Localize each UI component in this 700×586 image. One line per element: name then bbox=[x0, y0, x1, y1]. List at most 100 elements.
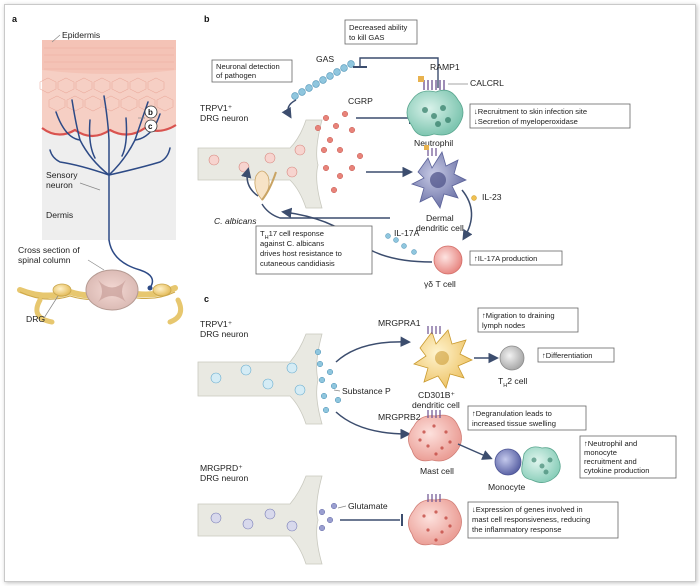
recruited-neutrophil-nucleus bbox=[531, 457, 553, 475]
glutamate-pointer bbox=[337, 505, 347, 509]
cross-section-label-2: spinal column bbox=[18, 255, 71, 265]
neuron-vesicles-mrgprd bbox=[210, 508, 298, 532]
decreased-ability-1: Decreased ability bbox=[349, 23, 407, 32]
panel-label-a: a bbox=[12, 14, 18, 24]
mast-to-monocyte-arrow bbox=[457, 443, 493, 460]
nerve-root-right bbox=[167, 297, 184, 325]
mrgprd-label-1: MRGPRD⁺ bbox=[200, 463, 243, 473]
drg-label: DRG bbox=[26, 314, 45, 324]
panel-label-b: b bbox=[204, 14, 210, 24]
mast-cell-2 bbox=[408, 498, 462, 546]
neutrophil-label: Neutrophil bbox=[414, 138, 453, 148]
c-albicans-line bbox=[261, 203, 390, 219]
expression-2: mast cell responsiveness, reducing bbox=[472, 515, 590, 524]
mast-granules bbox=[418, 424, 452, 456]
il17a-production-text: ↑IL-17A production bbox=[474, 254, 537, 263]
mast-2-receptors bbox=[427, 494, 441, 502]
dc-receptors bbox=[427, 148, 437, 156]
marker-b bbox=[144, 105, 158, 119]
epidermis-cells bbox=[39, 47, 174, 112]
panel-a: a Epidermis b bbox=[12, 14, 184, 325]
dc-nucleus bbox=[430, 172, 446, 188]
neutrophil-effect-box bbox=[469, 103, 631, 129]
c-albicans-detection-arrow bbox=[241, 167, 259, 197]
sensory-neuron-pointer bbox=[79, 182, 101, 191]
decreased-ability-2: to kill GAS bbox=[349, 33, 384, 42]
cross-section-pointer bbox=[87, 259, 105, 271]
mrgprd-label-2: DRG neuron bbox=[200, 473, 248, 483]
cd301b-nucleus bbox=[435, 351, 449, 365]
sensory-neuron-label-1: Sensory bbox=[46, 170, 78, 180]
th17-line-1: TH17 cell response bbox=[260, 229, 324, 241]
cd301b-label-2: dendritic cell bbox=[412, 400, 460, 410]
mast-cell-label: Mast cell bbox=[420, 466, 454, 476]
neuron-vesicles-c bbox=[210, 362, 306, 396]
mrgprb2-receptors bbox=[427, 410, 441, 418]
recruitment-box bbox=[579, 435, 677, 479]
stratum-corneum bbox=[42, 40, 176, 74]
trpv1-label-c-1: TRPV1⁺ bbox=[200, 319, 233, 329]
gas-chain bbox=[291, 60, 355, 100]
sensory-neuron-label-2: neuron bbox=[46, 180, 73, 190]
marker-b-label: b bbox=[148, 108, 153, 117]
expression-1: ↓Expression of genes involved in bbox=[472, 505, 583, 514]
th17-line-2: against C. albicans bbox=[260, 239, 324, 248]
neutrophil-effect-2: ↓Secretion of myeloperoxidase bbox=[474, 117, 578, 126]
cd301b-label-1: CD301B⁺ bbox=[418, 390, 455, 400]
gas-label: GAS bbox=[316, 54, 334, 64]
neuron-soma bbox=[147, 285, 153, 291]
differentiation-text: ↑Differentiation bbox=[542, 351, 593, 360]
recruitment-4: cytokine production bbox=[584, 466, 649, 475]
th17-line-4: cutaneous candidiasis bbox=[260, 259, 335, 268]
il23-dot bbox=[471, 195, 477, 201]
nerve-root-left bbox=[34, 297, 55, 325]
neuronal-detection-box bbox=[211, 59, 293, 83]
dermal-dc-label-2: dendritic cell bbox=[416, 223, 464, 233]
neutrophil-effect-1: ↓Recruitment to skin infection site bbox=[474, 107, 587, 116]
drg-left bbox=[52, 283, 72, 297]
mast-granules-2 bbox=[422, 510, 452, 542]
epidermis-pointer bbox=[51, 34, 61, 43]
expression-box bbox=[467, 501, 619, 539]
recruitment-2: monocyte bbox=[584, 448, 617, 457]
mrgprd-neuron-body bbox=[197, 475, 323, 565]
drg-pointer bbox=[43, 295, 59, 319]
neuronal-detection-2: of pathogen bbox=[216, 71, 256, 80]
ramp1-label: RAMP1 bbox=[430, 62, 460, 72]
trpv1-neuron-c-body bbox=[197, 333, 323, 425]
degranulation-box bbox=[467, 405, 587, 431]
dermal-dc-label-1: Dermal bbox=[426, 213, 454, 223]
monocyte-cell bbox=[494, 448, 522, 476]
migration-1: ↑Migration to draining bbox=[482, 311, 555, 320]
il23-arrow bbox=[461, 189, 473, 241]
th2-cell bbox=[499, 345, 525, 371]
gas-detection-arrow bbox=[281, 99, 297, 119]
panel-c: c TRPV1⁺ DRG neuron Substance P MRGPRA1 bbox=[197, 294, 677, 565]
recruitment-3: recruitment and bbox=[584, 457, 637, 466]
th17-line-3: drives host resistance to bbox=[260, 249, 342, 258]
trpv1-label-b-1: TRPV1⁺ bbox=[200, 103, 233, 113]
migration-2: lymph nodes bbox=[482, 321, 525, 330]
th2-label: TH2 cell bbox=[498, 376, 527, 389]
mrgpra1-label: MRGPRA1 bbox=[378, 318, 421, 328]
neutrophil-nucleus bbox=[422, 105, 451, 127]
c-albicans-branch bbox=[261, 171, 277, 201]
migration-box bbox=[477, 307, 579, 333]
glutamate-label: Glutamate bbox=[348, 501, 388, 511]
differentiation-box bbox=[537, 347, 615, 363]
decreased-ability-box bbox=[344, 19, 418, 45]
cross-section-label-1: Cross section of bbox=[18, 245, 80, 255]
glutamate-dots bbox=[318, 502, 338, 532]
cgrp-label: CGRP bbox=[348, 96, 373, 106]
il23-label: IL-23 bbox=[482, 192, 502, 202]
gd-t-cell bbox=[433, 245, 463, 275]
trpv1-neuron-body bbox=[197, 119, 323, 209]
il17a-dots bbox=[385, 233, 417, 255]
dc-receptor-marker bbox=[424, 145, 429, 150]
th17-response-box bbox=[255, 225, 373, 275]
drg-right bbox=[152, 283, 172, 297]
substance-p-dots bbox=[314, 348, 342, 414]
sensory-axon bbox=[108, 239, 154, 289]
cgrp-dots bbox=[314, 110, 364, 194]
